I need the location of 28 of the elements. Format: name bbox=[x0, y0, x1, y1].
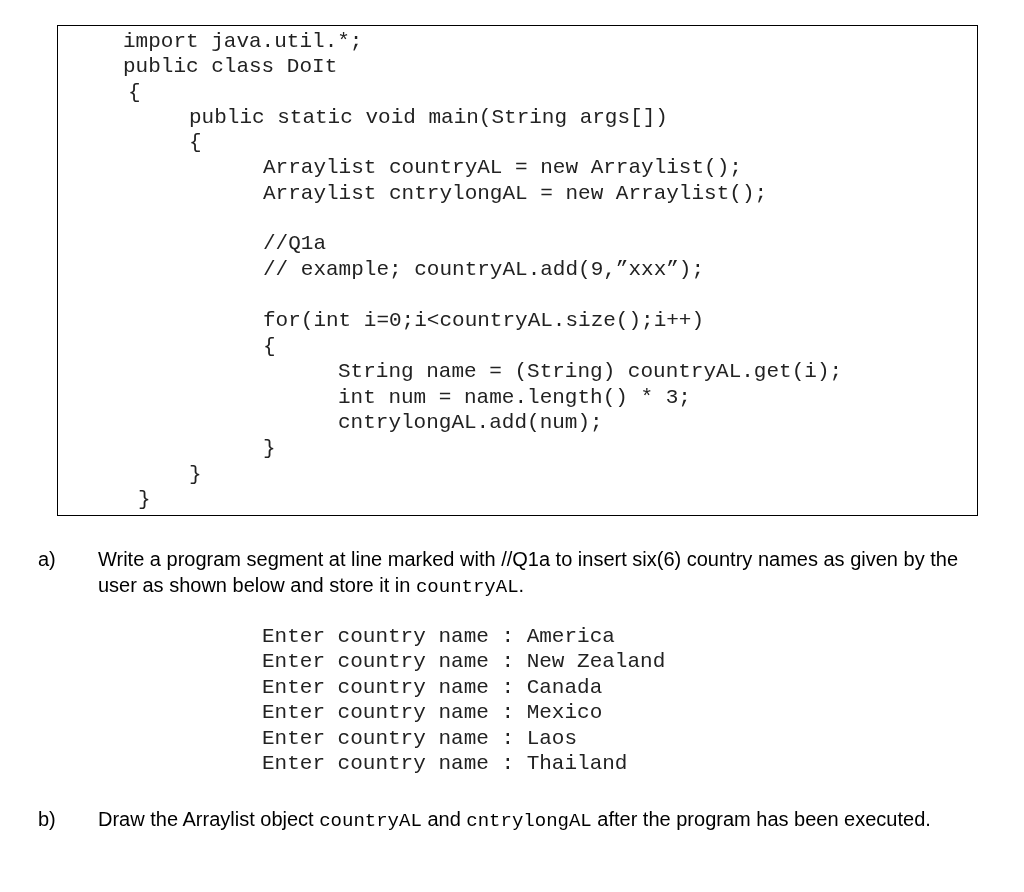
code-line: //Q1a bbox=[263, 232, 326, 255]
code-listing-box bbox=[57, 25, 978, 516]
sample-output-line: Enter country name : America bbox=[262, 625, 615, 648]
sample-output-line: Enter country name : Laos bbox=[262, 727, 578, 750]
code-line: } bbox=[189, 463, 202, 486]
code-line: } bbox=[138, 488, 151, 511]
code-line: { bbox=[128, 81, 141, 104]
code-line: String name = (String) countryAL.get(i); bbox=[338, 360, 843, 383]
sample-output-line: Enter country name : Canada bbox=[262, 676, 603, 699]
sample-output-line: Enter country name : Mexico bbox=[262, 701, 603, 724]
code-line: public class DoIt bbox=[123, 55, 338, 78]
question-text: Draw the Arraylist object countryAL and cntrylongAL after the program has been executed. bbox=[98, 807, 932, 834]
question-letter: a) bbox=[38, 547, 56, 572]
code-line: public static void main(String args[]) bbox=[189, 106, 668, 129]
code-line: { bbox=[189, 131, 202, 154]
code-line: Arraylist countryAL = new Arraylist(); bbox=[263, 156, 742, 179]
code-line: Arraylist cntrylongAL = new Arraylist(); bbox=[263, 182, 768, 205]
code-line: import java.util.*; bbox=[123, 30, 363, 53]
code-line: { bbox=[263, 335, 276, 358]
question-text: Write a program segment at line marked with //Q1a to insert six(6) country names as given by the user as shown below and store it in countryAL. bbox=[98, 547, 959, 600]
sample-output-line: Enter country name : Thailand bbox=[262, 752, 628, 775]
code-line: for(int i=0;i<countryAL.size();i++) bbox=[263, 309, 705, 332]
code-line: cntrylongAL.add(num); bbox=[338, 411, 603, 434]
code-line: int num = name.length() * 3; bbox=[338, 386, 691, 409]
code-line: // example; countryAL.add(9,”xxx”); bbox=[263, 258, 705, 281]
code-line: } bbox=[263, 437, 276, 460]
question-letter: b) bbox=[38, 807, 56, 832]
sample-output-line: Enter country name : New Zealand bbox=[262, 650, 666, 673]
